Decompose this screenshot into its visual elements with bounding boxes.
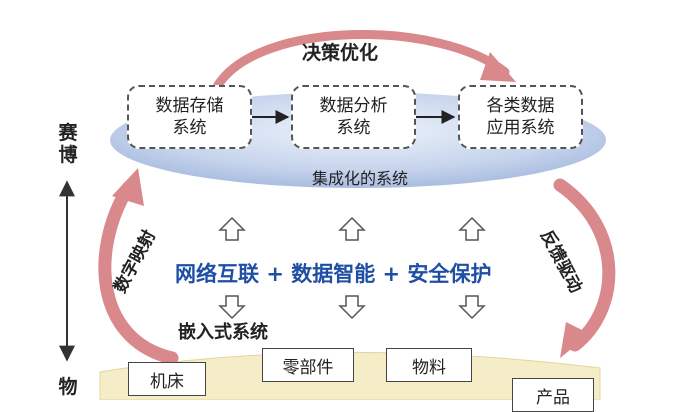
platform-label: 集成化的系统	[311, 169, 408, 188]
data-storage-box: 数据存储系统	[127, 85, 252, 149]
decision-arrow	[213, 29, 510, 90]
security-protection-text: 安全保护	[407, 262, 492, 286]
machine-tool-box: 机床	[128, 362, 206, 396]
up-arrow-3	[458, 216, 486, 241]
cyber-label: 赛博	[58, 122, 78, 166]
box-line: 数据分析	[319, 96, 388, 116]
down-arrow-3	[458, 295, 486, 320]
down-arrow-1	[218, 295, 246, 320]
box-line: 各类数据	[486, 96, 555, 116]
up-arrow-1	[218, 216, 246, 241]
box-line: 数据存储	[155, 96, 224, 116]
core-tech-line: 网络互联 + 数据智能 + 安全保护	[175, 258, 535, 288]
embedded-system-label: 嵌入式系统	[178, 322, 268, 343]
left-mapping-arrow	[98, 181, 179, 365]
down-arrow-2	[338, 295, 366, 320]
box-line: 应用系统	[486, 118, 555, 138]
plus-sign: +	[266, 262, 284, 286]
component-box: 零部件	[262, 348, 354, 382]
decision-label: 决策优化	[301, 42, 378, 64]
plus-sign: +	[382, 262, 401, 286]
right-feedback-arrow	[553, 178, 616, 352]
box-line: 系统	[336, 118, 371, 138]
decision-arrow-head	[480, 52, 516, 82]
physical-label: 物	[58, 376, 78, 398]
data-intelligence-text: 数据智能	[291, 262, 376, 286]
box-line: 系统	[172, 118, 207, 138]
product-box: 产品	[512, 378, 594, 412]
right-feedback-arrow-head	[560, 322, 590, 358]
data-analysis-box: 数据分析系统	[291, 85, 416, 149]
material-box: 物料	[386, 348, 472, 382]
cps-diagram: 决策优化 数据存储系统 数据分析系统 各类数据应用系统 集成化的系统 赛博 物 …	[58, 29, 616, 412]
network-interconnect-text: 网络互联	[175, 262, 259, 286]
left-mapping-arrow-head	[112, 168, 144, 206]
up-arrow-2	[338, 216, 366, 241]
data-application-box: 各类数据应用系统	[458, 85, 583, 149]
